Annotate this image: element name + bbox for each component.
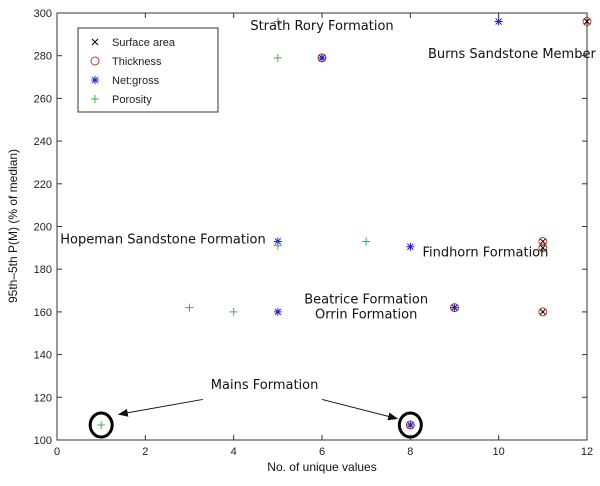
- point-thickness: [582, 17, 592, 27]
- legend-label-thickness: Thickness: [112, 56, 162, 68]
- y-tick-label: 200: [34, 222, 52, 234]
- y-tick-label: 220: [34, 179, 52, 191]
- x-tick-label: 4: [231, 446, 237, 458]
- x-tick-label: 6: [319, 446, 325, 458]
- point-porosity: [273, 241, 282, 250]
- y-tick-label: 120: [34, 392, 52, 404]
- point-surface-area: [539, 238, 547, 245]
- x-tick-label: 2: [142, 446, 148, 458]
- point-thickness: [538, 243, 548, 253]
- y-tick-label: 140: [34, 350, 52, 362]
- legend-label-net-gross: Net:gross: [112, 75, 160, 87]
- legend-marker-thickness: [90, 56, 100, 66]
- annotation-label: Hopeman Sandstone Formation: [60, 233, 266, 248]
- point-net-gross: [273, 307, 282, 316]
- y-tick-label: 160: [34, 307, 52, 319]
- annotation-label: Findhorn Formation: [422, 245, 548, 260]
- point-porosity: [97, 421, 106, 430]
- point-porosity: [273, 53, 282, 62]
- y-tick-label: 180: [34, 264, 52, 276]
- point-net-gross: [494, 17, 503, 26]
- y-tick-label: 100: [34, 435, 52, 447]
- point-thickness: [538, 236, 548, 246]
- annotation-label: Mains Formation: [211, 378, 319, 393]
- legend-label-porosity: Porosity: [112, 94, 152, 106]
- x-tick-label: 8: [407, 446, 413, 458]
- x-tick-label: 10: [493, 446, 505, 458]
- point-net-gross: [273, 237, 282, 246]
- point-thickness: [538, 307, 548, 317]
- point-porosity: [273, 17, 282, 26]
- annotation-label: Beatrice Formation: [304, 292, 428, 307]
- legend-label-surface-area: Surface area: [112, 37, 176, 49]
- highlight-circle: [88, 411, 114, 439]
- legend-marker-surface-area: [91, 38, 99, 46]
- point-net-gross: [406, 421, 415, 430]
- point-porosity: [185, 303, 194, 312]
- y-tick-label: 300: [34, 8, 52, 20]
- point-net-gross: [406, 242, 415, 251]
- x-axis-label: No. of unique values: [267, 460, 376, 474]
- annotation-label: Orrin Formation: [315, 307, 417, 322]
- point-net-gross: [318, 53, 326, 62]
- highlight-circle: [397, 411, 423, 439]
- arrow-to-mains-8: [321, 398, 399, 421]
- annotation-label: Burns Sandstone Member: [428, 47, 596, 62]
- point-net-gross: [450, 303, 459, 312]
- x-tick-label: 0: [54, 446, 60, 458]
- point-surface-area: [539, 308, 547, 316]
- point-porosity: [362, 237, 371, 246]
- point-porosity: [229, 307, 238, 316]
- y-tick-label: 280: [34, 51, 52, 63]
- legend-marker-net-gross: [91, 76, 99, 84]
- point-surface-area: [583, 18, 591, 25]
- legend-marker-porosity: [91, 95, 99, 103]
- arrow-to-mains-1: [117, 398, 203, 417]
- y-tick-label: 240: [34, 136, 52, 148]
- y-axis-label: 95th–5th P(M) (% of median): [6, 149, 20, 303]
- x-tick-label: 12: [581, 446, 593, 458]
- y-tick-label: 260: [34, 93, 52, 105]
- annotation-label: Strath Rory Formation: [250, 19, 393, 34]
- point-surface-area: [539, 244, 547, 252]
